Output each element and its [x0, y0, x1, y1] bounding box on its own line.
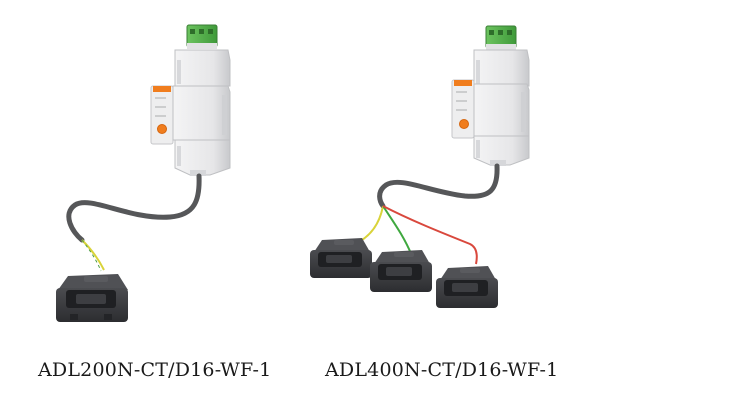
status-led-icon [157, 124, 167, 134]
model-label-left: ADL200N-CT/D16-WF-1 [38, 359, 272, 381]
meter-right [451, 25, 530, 166]
current-transformer-left [56, 274, 128, 322]
current-transformer-right-1 [310, 238, 372, 278]
current-transformer-right-3 [436, 266, 498, 308]
terminal-block-left [186, 24, 218, 49]
cable-right [377, 163, 500, 209]
status-led-icon [459, 119, 469, 129]
lead-red-right [382, 205, 478, 265]
current-transformer-right-2 [370, 250, 432, 292]
brand-label [153, 86, 171, 92]
terminal-block-right [485, 25, 517, 50]
model-label-right: ADL400N-CT/D16-WF-1 [325, 359, 559, 381]
cable-left [66, 173, 202, 243]
meter-left [150, 24, 231, 176]
